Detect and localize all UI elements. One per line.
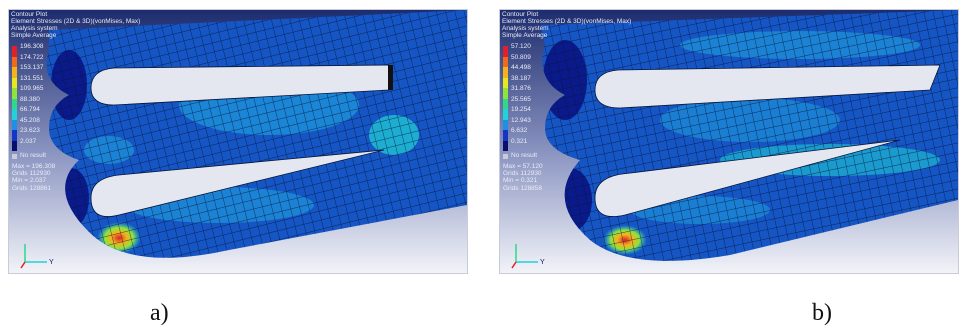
contour-viewport-b[interactable]: Contour Plot Element Stresses (2D & 3D)(…: [499, 9, 959, 274]
stat-line: Min = 0.321: [503, 177, 538, 185]
legend-value: 153.137: [20, 64, 44, 71]
legend-no-result: No result: [503, 152, 543, 161]
legend-entry: 44.498: [503, 64, 543, 78]
legend-swatch: [12, 46, 17, 57]
legend-swatch: [12, 67, 17, 78]
legend-swatch: [12, 98, 17, 109]
legend-value: 131.551: [20, 74, 44, 82]
contour-plot-b[interactable]: [500, 10, 958, 273]
legend-value: 174.722: [20, 53, 44, 61]
mesh-body: [46, 10, 467, 258]
legend-swatch: [12, 140, 17, 151]
legend-value: 6.632: [511, 127, 528, 134]
legend-value: 38.187: [511, 74, 531, 82]
legend-entry: 0.321: [503, 137, 543, 151]
legend-value: 45.208: [20, 116, 40, 124]
legend-value: 31.876: [511, 85, 531, 92]
stat-line: Grids 128861: [12, 184, 52, 192]
legend-value: 44.498: [511, 64, 531, 71]
legend-swatch: [503, 67, 508, 78]
legend-swatch: [12, 56, 17, 67]
axis-triad: Y: [20, 244, 54, 269]
axis-triad: Y: [511, 244, 545, 269]
upper-slot: [594, 64, 941, 109]
no-result-swatch: [503, 154, 508, 159]
legend-swatch: [503, 56, 508, 67]
axis-y-label: Y: [49, 259, 54, 266]
legend-entry: 50.809: [503, 53, 543, 67]
legend-entry: 2.037: [12, 137, 55, 151]
legend-entry: 45.208: [12, 116, 55, 130]
legend-value: 196.308: [20, 43, 44, 50]
legend-entry: 31.876: [503, 85, 543, 99]
legend-value: 66.794: [20, 106, 40, 113]
legend-entry: 174.722: [12, 53, 55, 67]
legend-entry: 19.254: [503, 106, 543, 120]
legend-entry: 131.551: [12, 74, 55, 88]
legend-entry: 196.308: [12, 43, 55, 57]
legend-swatch: [503, 109, 508, 120]
stat-line: Grids 112930: [12, 170, 51, 178]
axis-y-label: Y: [540, 259, 545, 266]
legend-value: 23.623: [20, 127, 40, 134]
legend-entry: 109.965: [12, 85, 55, 99]
contour-plot-a[interactable]: [9, 10, 467, 273]
legend-no-result: No result: [12, 152, 55, 161]
contour-viewport-a[interactable]: Contour Plot Element Stresses (2D & 3D)(…: [8, 9, 468, 274]
legend-value: 0.321: [511, 137, 528, 145]
legend-entry: 6.632: [503, 127, 543, 141]
caption-b: b): [812, 300, 832, 326]
legend-swatch: [12, 119, 17, 130]
no-result-label: No result: [20, 152, 47, 159]
legend-swatch: [503, 46, 508, 57]
contour-legend[interactable]: 196.308 174.722 153.137 131.551 109.965 88.38…: [12, 43, 55, 192]
legend-value: 2.037: [20, 137, 37, 145]
legend-entry: 12.943: [503, 116, 543, 130]
legend-swatch: [12, 109, 17, 120]
legend-entry: 66.794: [12, 106, 55, 120]
stat-line: Grids 112930: [503, 170, 542, 178]
caption-a: a): [150, 300, 169, 326]
no-result-label: No result: [511, 152, 538, 159]
legend-value: 88.380: [20, 95, 40, 103]
no-result-swatch: [12, 154, 17, 159]
legend-value: 25.565: [511, 95, 531, 103]
legend-swatch: [503, 98, 508, 109]
legend-value: 57.120: [511, 43, 531, 50]
legend-swatch: [503, 130, 508, 141]
legend-swatch: [503, 140, 508, 151]
stat-line: Min = 2.037: [12, 177, 47, 185]
legend-entry: 57.120: [503, 43, 543, 57]
legend-swatch: [503, 119, 508, 130]
upper-slot: [90, 64, 390, 106]
legend-swatch: [12, 77, 17, 88]
contour-legend[interactable]: 57.120 50.809 44.498 38.187 31.876 25.565 19.2…: [503, 43, 543, 192]
legend-value: 50.809: [511, 53, 531, 61]
legend-value: 109.965: [20, 85, 44, 92]
lower-slot: [594, 139, 901, 217]
legend-entry: 25.565: [503, 95, 543, 109]
lower-slot: [90, 149, 385, 217]
stat-line: Max = 57.120: [503, 163, 543, 170]
legend-entry: 88.380: [12, 95, 55, 109]
legend-swatch: [12, 88, 17, 99]
legend-value: 12.943: [511, 116, 531, 124]
stat-line: Max = 196.308: [12, 163, 56, 170]
legend-swatch: [503, 77, 508, 88]
stat-line: Grids 128858: [503, 184, 543, 192]
legend-entry: 23.623: [12, 127, 55, 141]
legend-entry: 153.137: [12, 64, 55, 78]
legend-entry: 38.187: [503, 74, 543, 88]
legend-swatch: [12, 130, 17, 141]
legend-swatch: [503, 88, 508, 99]
legend-value: 19.254: [511, 106, 531, 113]
